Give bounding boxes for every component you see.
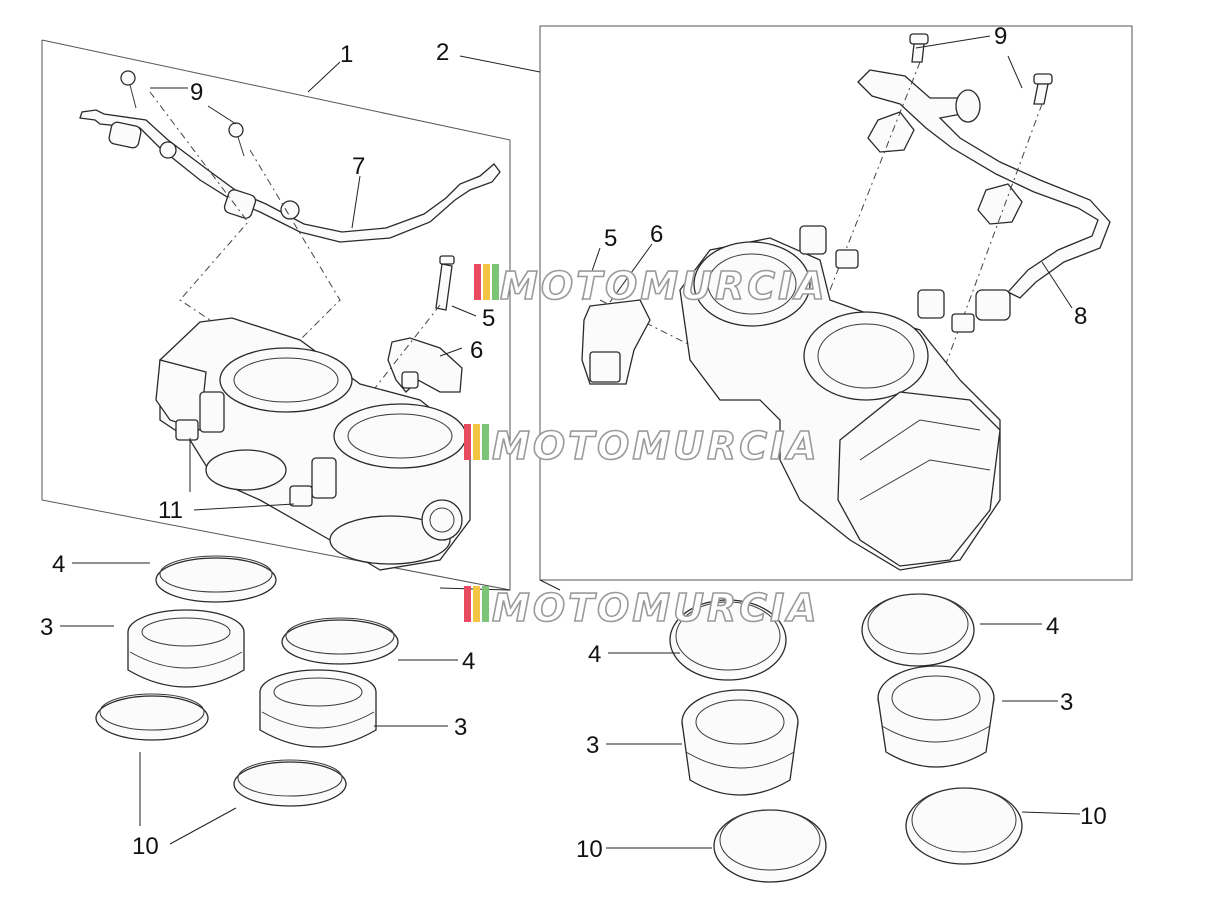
screw-right-a	[909, 33, 929, 63]
callout-11: 11	[158, 497, 183, 524]
callout-9-right: 9	[994, 23, 1007, 50]
watermark-text: MOTOMURCIA	[492, 424, 820, 468]
callout-4-left-top: 4	[52, 551, 65, 578]
callouts: 1 2 9 9 7 5 6 5 6 8 11 4 3 4 3 10 4 3 10…	[40, 23, 1107, 863]
callout-9-left: 9	[190, 79, 203, 106]
boot-3-right-right	[877, 665, 995, 768]
clamp-10-left-bottom	[233, 759, 347, 807]
callout-7: 7	[352, 153, 365, 180]
watermark-stripe-green	[482, 586, 489, 622]
callout-3-right-left: 3	[586, 732, 599, 759]
screw-left-a	[120, 70, 137, 109]
callout-3-right-right: 3	[1060, 689, 1073, 716]
fuel-rail-right	[857, 69, 1111, 321]
boot-3-left-bottom	[259, 669, 377, 748]
watermark-stripe-red	[464, 424, 471, 460]
sensor-screw-left	[435, 255, 455, 311]
callout-3-left-top: 3	[40, 614, 53, 641]
callout-4-right-left: 4	[588, 641, 601, 668]
callout-10-right-left: 10	[576, 836, 603, 863]
callout-1: 1	[340, 41, 353, 68]
throttle-body-right	[679, 225, 1001, 571]
callout-10-right-right: 10	[1080, 803, 1107, 830]
callout-5-left: 5	[482, 305, 495, 332]
clamp-10-right-left	[713, 809, 827, 883]
boot-3-right-left	[681, 689, 799, 796]
fuel-rail-left	[79, 109, 501, 243]
watermark-stripe-yellow	[473, 424, 480, 460]
callout-6-right: 6	[650, 221, 663, 248]
sensor-right	[581, 299, 651, 385]
callout-4-right-right: 4	[1046, 613, 1059, 640]
watermark-top: MOTOMURCIA	[474, 263, 828, 309]
watermark-stripe-green	[482, 424, 489, 460]
screw-right-b	[1033, 73, 1053, 105]
clamp-4-left-bottom	[281, 617, 399, 665]
leader-lines	[60, 35, 1081, 849]
throttle-body-left	[155, 317, 471, 571]
screw-left-b	[228, 122, 245, 157]
group-frame-2	[539, 25, 1133, 581]
clamp-4-right-right	[861, 593, 975, 667]
callout-4-left-bottom: 4	[462, 648, 475, 675]
watermark-middle: MOTOMURCIA	[464, 423, 820, 469]
watermark-stripe-red	[464, 586, 471, 622]
clamp-4-right-left	[669, 599, 787, 681]
callout-10-left: 10	[132, 833, 159, 860]
callout-8: 8	[1074, 303, 1087, 330]
watermark-text: MOTOMURCIA	[492, 586, 820, 630]
watermark-stripe-green	[492, 264, 499, 300]
callout-5-right: 5	[604, 225, 617, 252]
boot-3-left-top	[127, 609, 245, 688]
callout-6-left: 6	[470, 337, 483, 364]
callout-2: 2	[436, 39, 449, 66]
watermark-stripe-yellow	[473, 586, 480, 622]
watermark-stripe-red	[474, 264, 481, 300]
clamp-4-left-top	[155, 555, 277, 603]
callout-3-left-bottom: 3	[454, 714, 467, 741]
watermark-text: MOTOMURCIA	[500, 264, 828, 308]
clamp-10-left-top	[95, 693, 209, 741]
watermark-stripe-yellow	[483, 264, 490, 300]
watermark-bottom: MOTOMURCIA	[464, 585, 820, 631]
clamp-10-right-right	[905, 787, 1023, 865]
map-sensor-left	[387, 337, 463, 393]
